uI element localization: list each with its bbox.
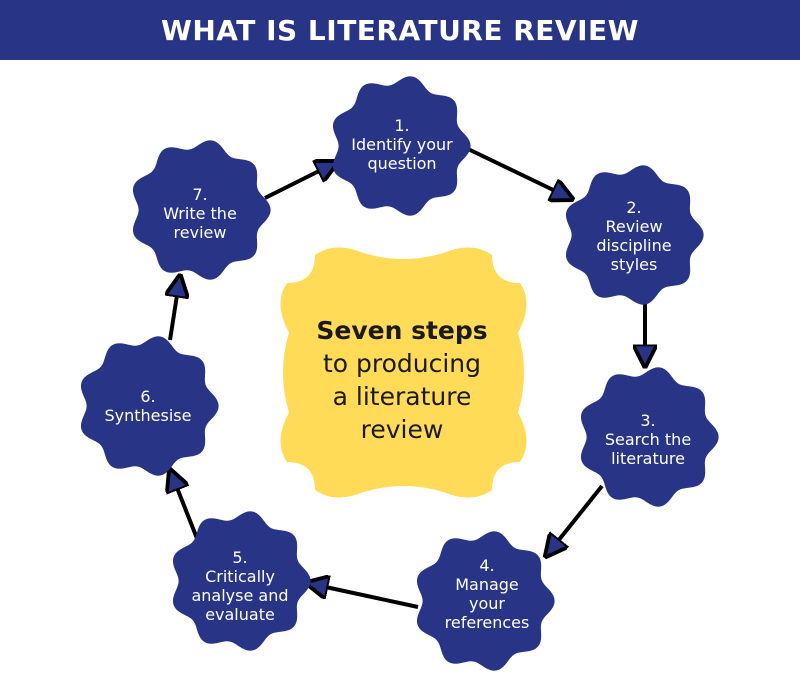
step-2-line-2: discipline — [596, 236, 671, 255]
step-1-line-2: question — [367, 154, 436, 173]
step-2-line-3: styles — [611, 255, 658, 274]
step-2: 2. Review discipline styles — [565, 165, 704, 305]
step-7: 7. Write the review — [132, 140, 271, 280]
step-7-number: 7. — [192, 185, 207, 204]
step-1-line-1: Identify your — [351, 135, 453, 154]
arrow-1-to-2 — [465, 146, 572, 199]
step-3-line-2: literature — [611, 449, 685, 468]
center-line-2: to producing — [323, 349, 481, 378]
arrow-4-to-5 — [307, 583, 419, 609]
step-4-line-2: your — [469, 594, 505, 613]
step-6-line-1: Synthesise — [105, 406, 192, 425]
center-box: Seven steps to producing a literature re… — [280, 247, 527, 498]
step-1: 1. Identify your question — [332, 76, 471, 216]
center-line-3: a literature — [333, 382, 472, 411]
step-5-line-1: Critically — [205, 567, 275, 586]
step-1-number: 1. — [394, 116, 409, 135]
step-6: 6. Synthesise — [80, 336, 219, 476]
step-6-number: 6. — [140, 387, 155, 406]
title-banner: WHAT IS LITERATURE REVIEW — [0, 0, 800, 60]
arrow-7-to-1 — [264, 162, 337, 200]
arrow-3-to-4 — [546, 484, 604, 556]
step-3: 3. Search the literature — [580, 367, 719, 507]
arrow-6-to-7 — [170, 276, 180, 341]
page-title: WHAT IS LITERATURE REVIEW — [160, 13, 640, 47]
step-4-number: 4. — [479, 556, 494, 575]
step-3-line-1: Search the — [605, 430, 691, 449]
step-4-line-3: references — [445, 613, 530, 632]
step-5-line-3: evaluate — [205, 605, 275, 624]
step-3-number: 3. — [640, 411, 655, 430]
step-2-number: 2. — [626, 198, 641, 217]
step-2-line-1: Review — [605, 217, 662, 236]
step-5-number: 5. — [232, 548, 247, 567]
step-7-line-1: Write the — [163, 204, 237, 223]
arrows — [170, 146, 645, 609]
arrow-5-to-6 — [170, 470, 200, 542]
step-5-line-2: analyse and — [191, 586, 288, 605]
center-heading: Seven steps — [316, 316, 487, 345]
center-line-4: review — [361, 415, 444, 444]
step-4: 4. Manage your references — [416, 531, 555, 671]
step-7-line-2: review — [174, 223, 227, 242]
step-4-line-1: Manage — [455, 575, 519, 594]
step-5: 5. Critically analyse and evaluate — [172, 511, 311, 651]
